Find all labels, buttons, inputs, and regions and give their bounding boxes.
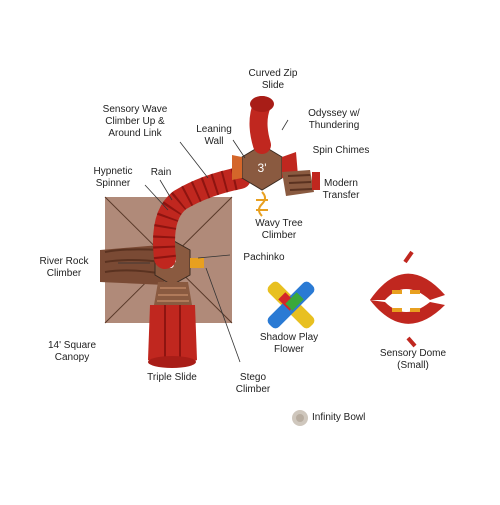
label-odyssey: Odyssey w/Thundering xyxy=(308,108,360,131)
label-rain: Rain xyxy=(150,167,172,178)
shadow-play-flower xyxy=(267,281,315,329)
sensory-dome xyxy=(370,250,445,348)
label-spin-chimes: Spin Chimes xyxy=(312,145,370,156)
stego-climber xyxy=(154,282,192,305)
triple-slide xyxy=(148,305,197,368)
wavy-tree-climber xyxy=(256,191,268,217)
label-triple-slide: Triple Slide xyxy=(147,372,197,383)
curved-zip-slide xyxy=(249,96,274,154)
label-sensory-dome: Sensory Dome(Small) xyxy=(379,348,447,371)
sensory-wave-climber xyxy=(153,167,251,269)
modern-transfer xyxy=(282,170,320,196)
leader-lines xyxy=(118,119,289,363)
upper-deck-height: 3' xyxy=(258,161,267,175)
infinity-bowl xyxy=(292,410,308,426)
label-pachinko: Pachinko xyxy=(243,252,285,263)
pachinko-panel xyxy=(190,258,204,268)
label-infinity-bowl: Infinity Bowl xyxy=(312,412,366,423)
upper-deck: 3' xyxy=(232,144,298,191)
